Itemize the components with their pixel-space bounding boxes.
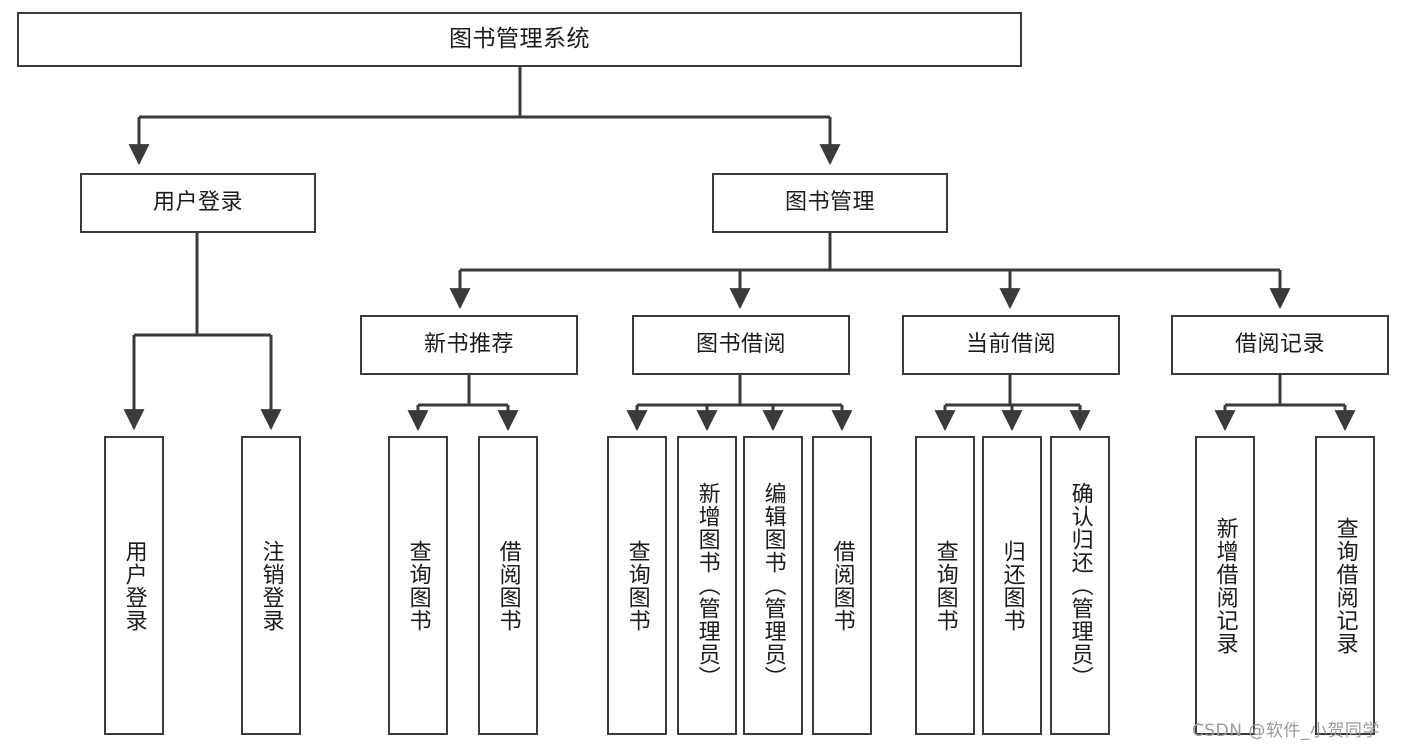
leaf-borrow-record-query[interactable]: 查询借阅记录 [1315, 436, 1375, 735]
leaf-new-book-query[interactable]: 查询图书 [388, 436, 448, 735]
leaf-book-borrow-edit-label: 编辑图书（管理员） [760, 482, 786, 689]
node-borrow-record[interactable]: 借阅记录 [1171, 315, 1389, 375]
leaf-user-login-signin[interactable]: 用户登录 [104, 436, 164, 735]
leaf-current-borrow-query[interactable]: 查询图书 [915, 436, 975, 735]
leaf-current-borrow-return[interactable]: 归还图书 [982, 436, 1042, 735]
leaf-current-borrow-query-label: 查询图书 [932, 539, 958, 632]
node-root-label: 图书管理系统 [449, 25, 590, 52]
leaf-book-borrow-borrow[interactable]: 借阅图书 [812, 436, 872, 735]
leaf-book-borrow-add[interactable]: 新增图书（管理员） [677, 436, 737, 735]
leaf-user-login-signout-label: 注销登录 [258, 539, 284, 632]
leaf-book-borrow-query[interactable]: 查询图书 [607, 436, 667, 735]
leaf-current-borrow-confirm-label: 确认归还（管理员） [1067, 482, 1093, 689]
watermark-text: CSDN @软件_小贺同学 [1192, 721, 1380, 741]
node-book-borrow[interactable]: 图书借阅 [632, 315, 850, 375]
node-new-book-recommend-label: 新书推荐 [423, 332, 514, 358]
node-new-book-recommend[interactable]: 新书推荐 [360, 315, 578, 375]
leaf-book-borrow-query-label: 查询图书 [624, 539, 650, 632]
node-user-login-label: 用户登录 [152, 190, 243, 216]
leaf-user-login-signout[interactable]: 注销登录 [241, 436, 301, 735]
node-root[interactable]: 图书管理系统 [17, 12, 1022, 67]
node-book-management[interactable]: 图书管理 [712, 173, 948, 233]
leaf-current-borrow-return-label: 归还图书 [999, 539, 1025, 632]
node-current-borrow[interactable]: 当前借阅 [902, 315, 1120, 375]
leaf-borrow-record-add[interactable]: 新增借阅记录 [1195, 436, 1255, 735]
node-current-borrow-label: 当前借阅 [965, 332, 1056, 358]
leaf-borrow-record-query-label: 查询借阅记录 [1332, 516, 1358, 655]
leaf-borrow-record-add-label: 新增借阅记录 [1212, 516, 1238, 655]
leaf-new-book-query-label: 查询图书 [405, 539, 431, 632]
leaf-current-borrow-confirm[interactable]: 确认归还（管理员） [1050, 436, 1110, 735]
leaf-book-borrow-borrow-label: 借阅图书 [829, 539, 855, 632]
node-borrow-record-label: 借阅记录 [1234, 332, 1325, 358]
node-user-login[interactable]: 用户登录 [80, 173, 316, 233]
leaf-book-borrow-add-label: 新增图书（管理员） [694, 482, 720, 689]
leaf-new-book-borrow[interactable]: 借阅图书 [478, 436, 538, 735]
leaf-book-borrow-edit[interactable]: 编辑图书（管理员） [743, 436, 803, 735]
node-book-management-label: 图书管理 [784, 190, 875, 216]
leaf-user-login-signin-label: 用户登录 [121, 539, 147, 632]
node-book-borrow-label: 图书借阅 [695, 332, 786, 358]
leaf-new-book-borrow-label: 借阅图书 [495, 539, 521, 632]
